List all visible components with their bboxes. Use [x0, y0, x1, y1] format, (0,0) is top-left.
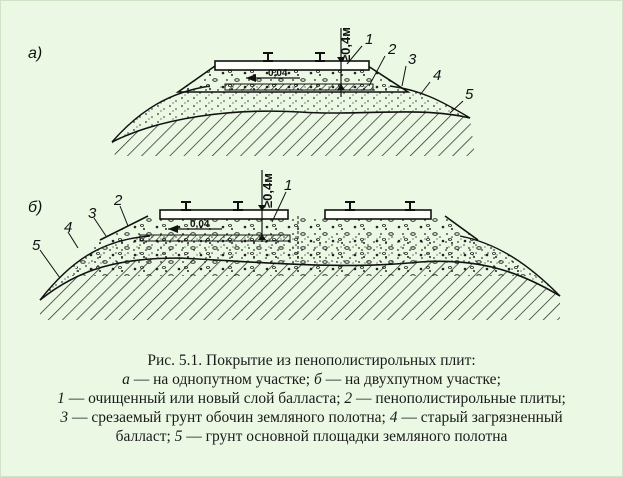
callout-5-a: 5: [465, 86, 474, 103]
caption-desc-3: — срезаемый грунт обочин земляного полот…: [68, 409, 390, 426]
caption-line-5: балласт; 5 — грунт основной площадки зем…: [0, 427, 623, 446]
callout-4-a: 4: [433, 67, 441, 84]
caption-key-a: а: [122, 371, 130, 388]
callout-1-b: 1: [284, 177, 292, 194]
sleeper-b-left: [159, 209, 289, 220]
caption-key-4: 4: [389, 409, 398, 426]
caption-line-2: а — на однопутном участке; б — на двухпу…: [0, 370, 623, 389]
rail-b1: [181, 201, 191, 211]
dim-horizontal-b: 0,04: [190, 219, 210, 230]
sleeper: [214, 60, 370, 71]
dim-vertical-b: ≥0,4м: [260, 173, 275, 208]
callout-2-b: 2: [113, 192, 123, 209]
rail-b3: [345, 201, 355, 211]
technical-drawing: а) ≥0,4м 0,04: [28, 27, 561, 320]
caption-desc-1: — очищенный или новый слой балласта;: [64, 390, 345, 407]
panel-a-label: а): [28, 45, 42, 62]
caption-key-3: 3: [60, 409, 69, 426]
caption-line-4: 3 — срезаемый грунт обочин земляного пол…: [0, 408, 623, 427]
rail-right: [315, 52, 325, 62]
panel-a: а) ≥0,4м 0,04: [28, 27, 475, 156]
old-ballast-layer: [112, 86, 470, 142]
callout-2-a: 2: [387, 41, 397, 58]
caption-desc-b: — на двухпутном участке;: [321, 371, 501, 388]
caption-key-b: б: [313, 371, 322, 388]
caption-desc-a: — на однопутном участке;: [129, 371, 314, 388]
dim-vertical-a: ≥0,4м: [338, 27, 353, 62]
caption-line-3: 1 — очищенный или новый слой балласта; 2…: [0, 389, 623, 408]
callout-4-b: 4: [64, 219, 72, 236]
panel-b-label: б): [28, 199, 42, 216]
caption-desc-2: — пенополистирольные плиты;: [352, 390, 566, 407]
callout-3-b: 3: [88, 205, 97, 222]
new-ballast-prism-b: [70, 216, 540, 276]
dim-horizontal-a: 0,04: [268, 68, 288, 79]
caption-desc-5: — грунт основной площадки земляного поло…: [182, 428, 508, 445]
caption-desc-4: — старый загрязненный: [397, 409, 563, 426]
caption-key-2: 2: [344, 390, 353, 407]
subgrade-hatch: [112, 111, 475, 156]
rail-b2: [233, 201, 243, 211]
caption-key-5: 5: [174, 428, 183, 445]
foam-slab: [224, 83, 374, 91]
foam-slab-b: [139, 234, 291, 242]
panel-b: б) ≥0,4м 0,04: [28, 170, 561, 320]
rail-left: [263, 52, 273, 62]
callout-5-b: 5: [32, 237, 41, 254]
caption-title: Рис. 5.1. Покрытие из пенополистирольных…: [147, 352, 476, 369]
caption-desc-4-cont: балласт;: [115, 428, 175, 445]
callout-1-a: 1: [365, 31, 373, 48]
caption-key-1: 1: [57, 390, 65, 407]
figure-caption: Рис. 5.1. Покрытие из пенополистирольных…: [0, 351, 623, 446]
sleeper-b-right: [324, 209, 432, 220]
callout-3-a: 3: [408, 51, 417, 68]
rail-b4: [405, 201, 415, 211]
